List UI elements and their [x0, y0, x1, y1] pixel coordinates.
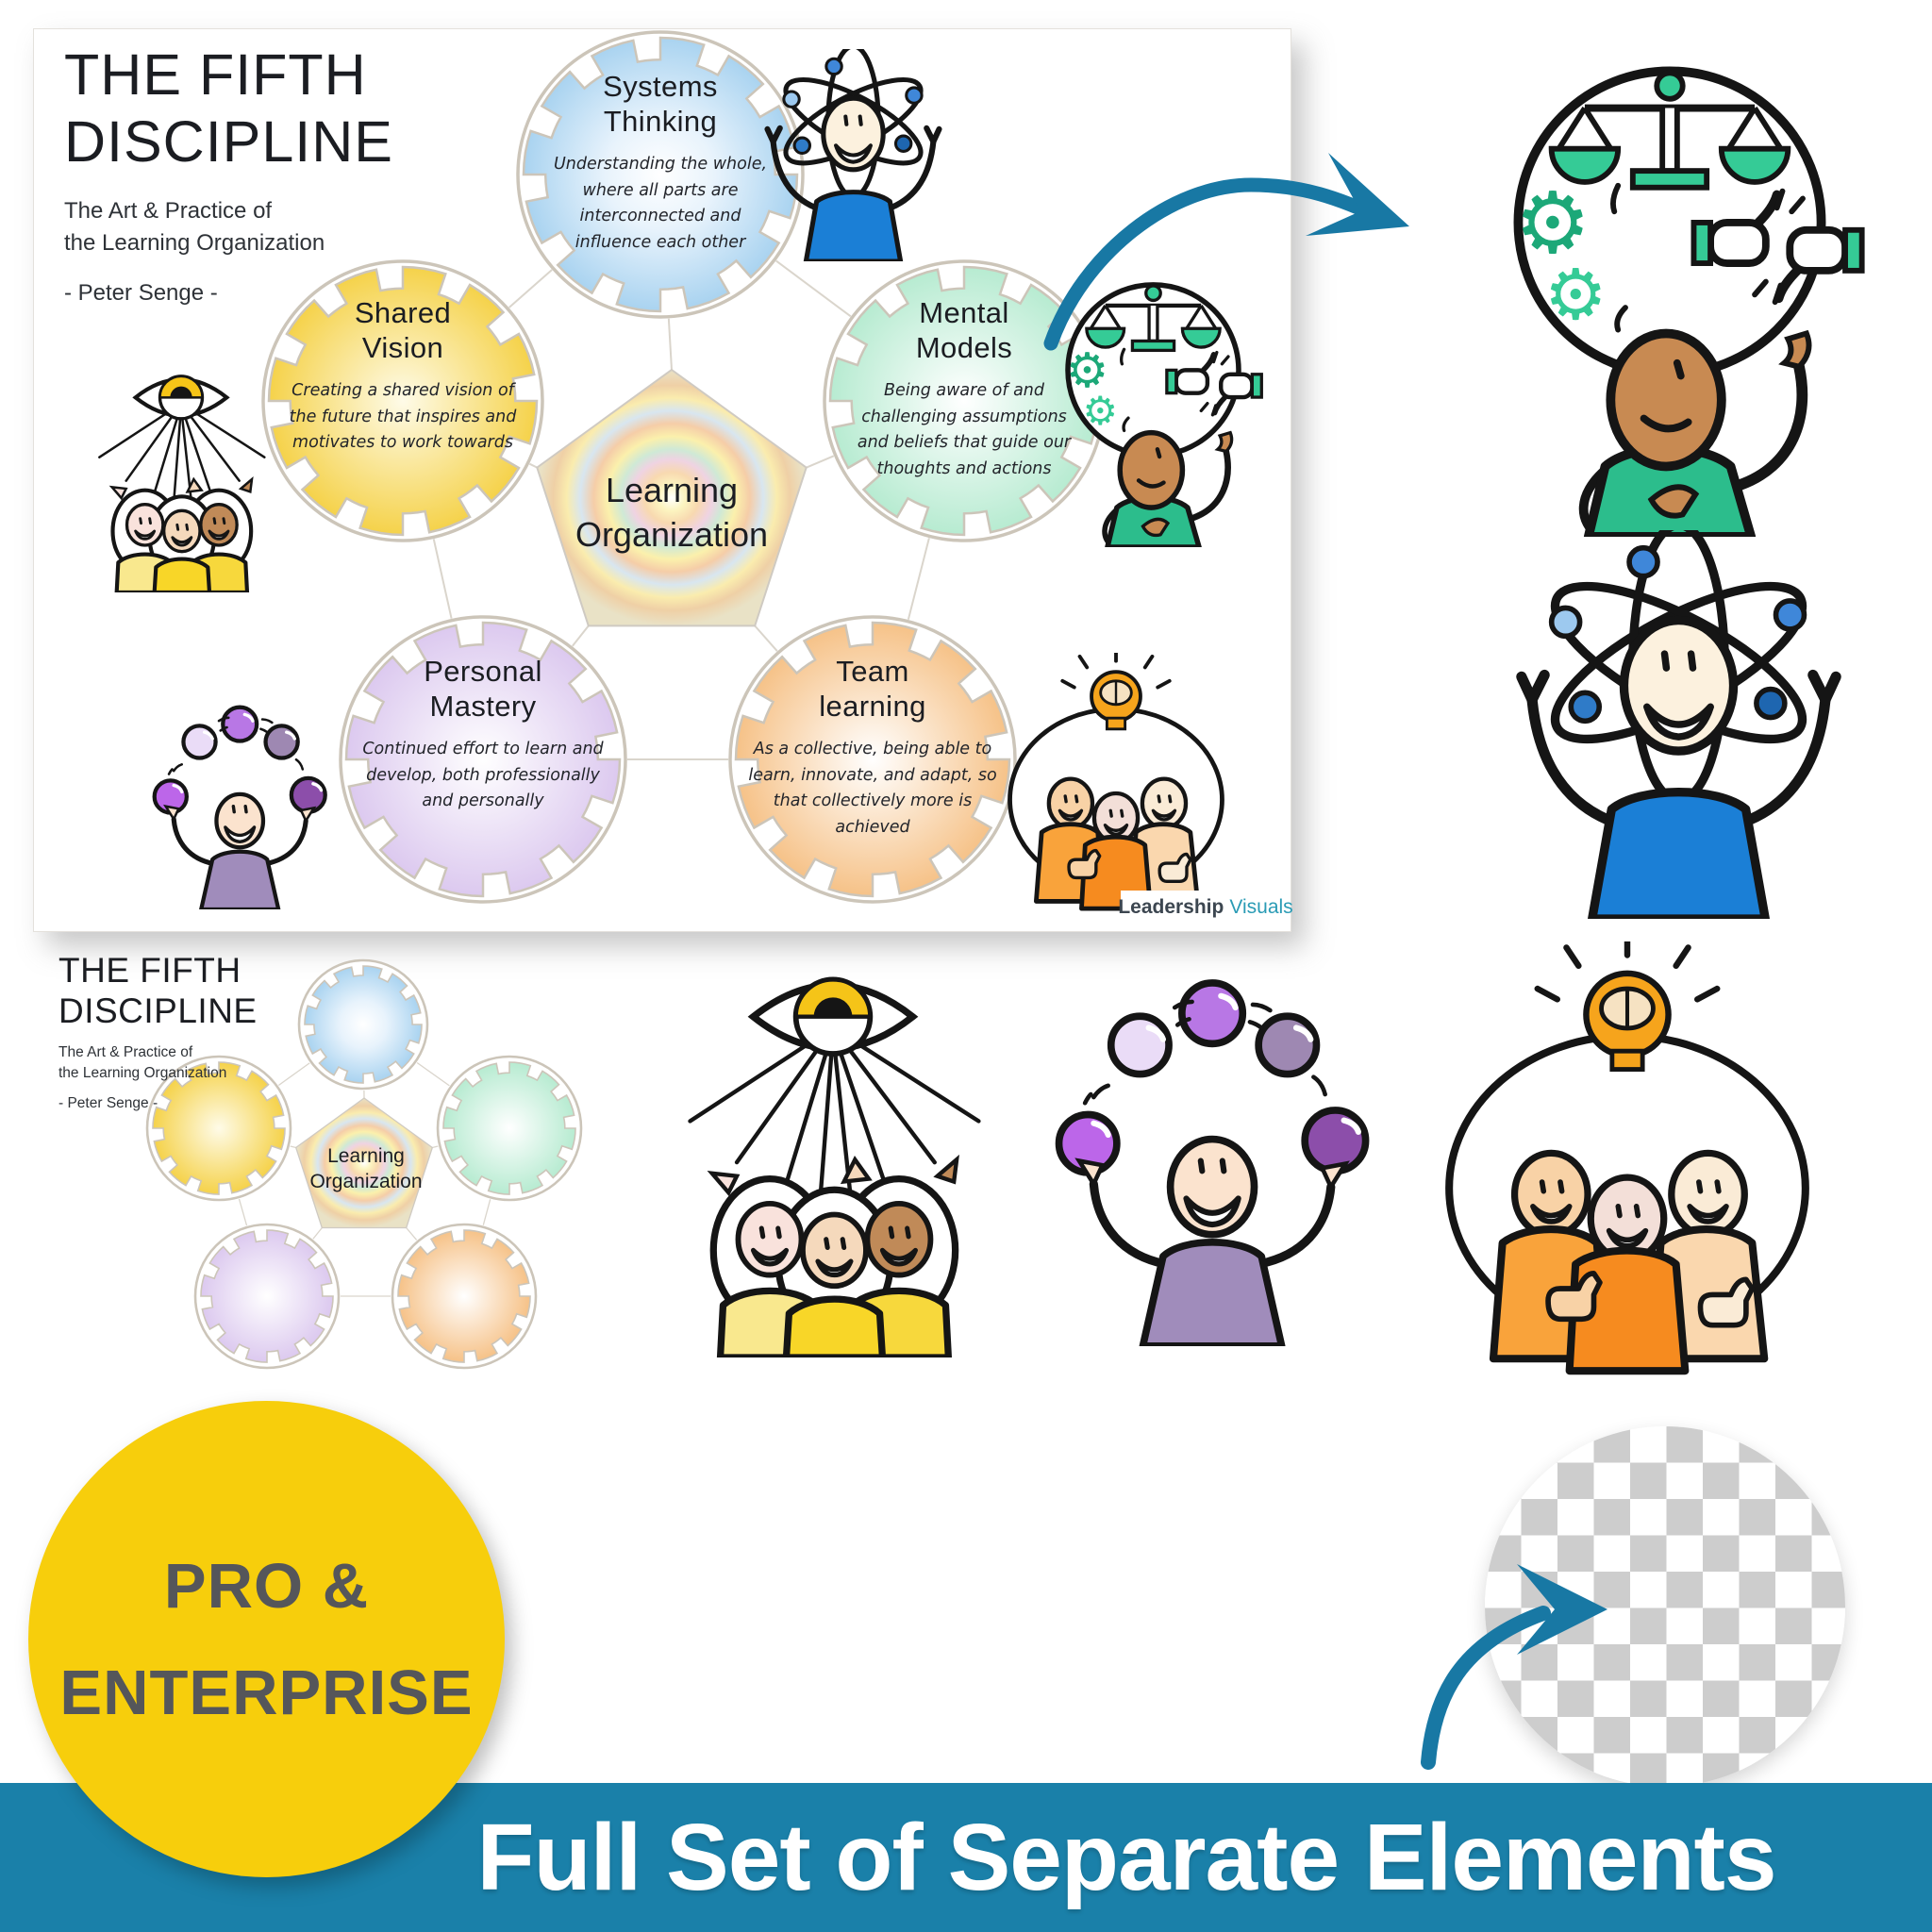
discipline-description: Being aware of and challenging assumptio… [857, 381, 1072, 479]
plan-badge-line2: ENTERPRISE [59, 1657, 474, 1728]
leadership-visuals-logo: Leadership Visuals [1118, 891, 1293, 924]
person-with-scales-gears-thumbs-icon [1515, 71, 1862, 537]
poster-title-line2: DISCIPLINE [64, 109, 393, 175]
mini-center-label: Learning Organization [309, 1145, 423, 1193]
discipline-description: As a collective, being able to learn, in… [748, 740, 997, 838]
discipline-description: Continued effort to learn and develop, b… [362, 740, 604, 811]
plan-badge-line1: PRO & [163, 1550, 370, 1622]
logo-visuals: Visuals [1229, 896, 1293, 918]
three-people-under-shared-eye-icon [691, 979, 979, 1357]
checkerboard-transparency-icon [1485, 1426, 1845, 1787]
discipline-description: Creating a shared vision of the future t… [289, 381, 517, 453]
poster-title-line1: THE FIFTH [64, 42, 367, 107]
plan-badge: PRO & ENTERPRISE [28, 1401, 505, 1877]
banner-label: Full Set of Separate Elements [476, 1804, 1777, 1910]
three-people-lightbulb-brain-icon [1449, 934, 1806, 1371]
poster-title-block: THE FIFTH DISCIPLINE The Art & Practice … [64, 42, 393, 307]
poster-subtitle-line1: The Art & Practice of [64, 197, 273, 224]
poster-subtitle-line2: the Learning Organization [64, 229, 325, 256]
discipline-description: Understanding the whole, where all parts… [553, 155, 768, 253]
center-label: Learning Organization [575, 471, 769, 554]
mini-poster-title-block: THE FIFTH DISCIPLINE The Art & Practice … [58, 951, 258, 1112]
person-with-atom-orbits-icon [1522, 525, 1836, 919]
logo-leadership: Leadership [1118, 896, 1224, 918]
poster-author: - Peter Senge - [64, 279, 218, 306]
person-juggling-balls-icon [1059, 983, 1366, 1346]
